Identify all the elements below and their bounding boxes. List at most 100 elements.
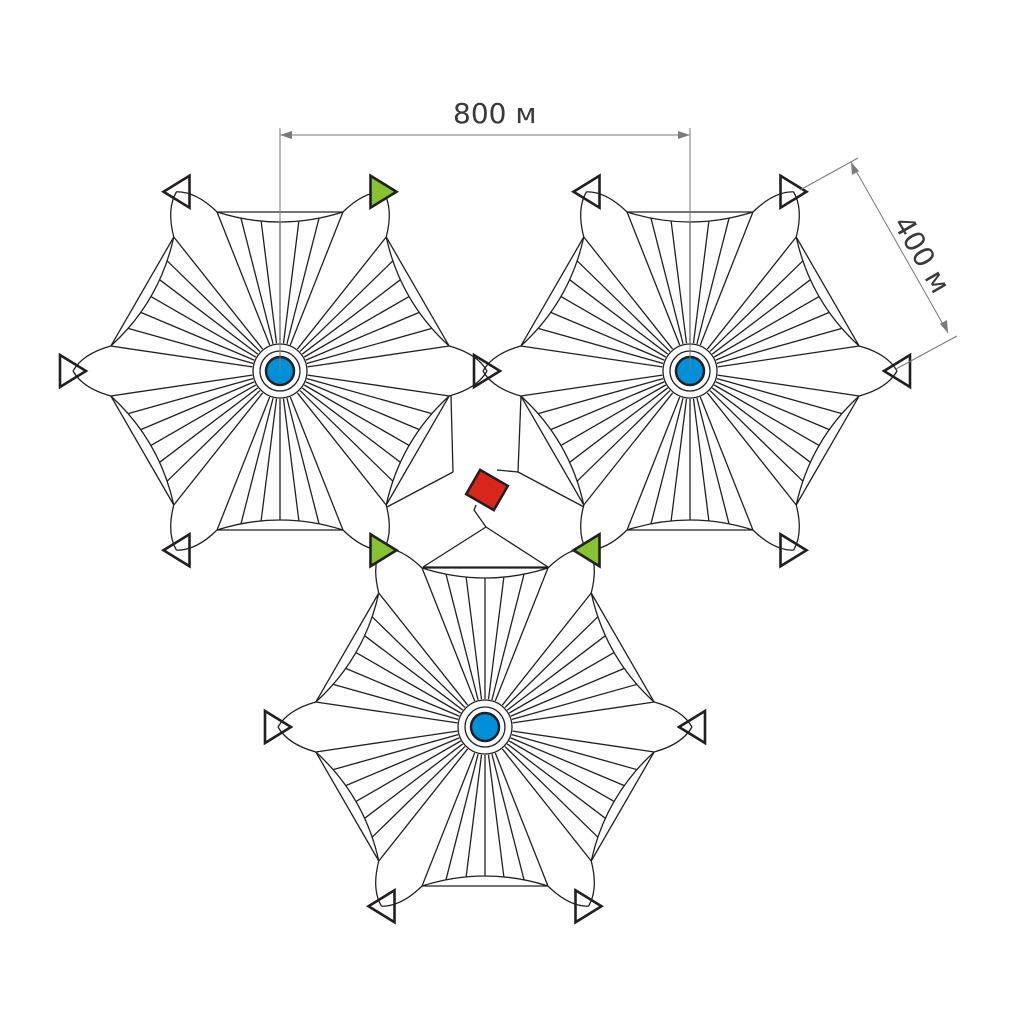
- radial-line: [140, 311, 255, 361]
- radial-line: [510, 737, 625, 787]
- radial-line: [709, 390, 804, 482]
- petal-chord: [315, 751, 380, 862]
- radial-line: [216, 396, 271, 531]
- petal-arc: [110, 236, 175, 347]
- radial-line: [550, 381, 665, 431]
- radial-line: [296, 236, 387, 350]
- connector-line: [485, 526, 549, 568]
- radial-line: [303, 384, 410, 447]
- radial-line: [709, 260, 804, 352]
- radial-line: [364, 635, 464, 711]
- radial-line: [716, 327, 843, 365]
- radial-line: [506, 635, 606, 711]
- radial-line: [696, 397, 730, 524]
- radial-line: [216, 211, 271, 346]
- extension-line: [895, 335, 958, 370]
- radial-line: [711, 279, 811, 355]
- radial-line: [127, 327, 254, 365]
- radial-line: [307, 345, 450, 368]
- radial-line: [494, 752, 549, 887]
- radial-line: [560, 295, 667, 358]
- radial-line: [713, 384, 820, 447]
- triangle-marker-icon: [161, 173, 191, 211]
- radial-line: [240, 218, 274, 345]
- connector-line: [422, 526, 487, 568]
- petal-chord: [590, 751, 655, 862]
- radial-line: [506, 743, 606, 819]
- radial-line: [445, 753, 479, 880]
- connector-line: [473, 509, 487, 528]
- triangle-marker-icon: [881, 352, 912, 390]
- petal-arc: [520, 395, 585, 506]
- radial-line: [487, 754, 505, 877]
- radial-line: [501, 592, 592, 706]
- petal-chord: [795, 236, 860, 347]
- active-triangle-marker-icon: [369, 531, 399, 569]
- boundary-curve: [653, 726, 693, 753]
- extension-line: [799, 157, 859, 191]
- connector-line: [517, 471, 585, 508]
- radial-line: [421, 567, 476, 702]
- radial-line: [692, 221, 710, 344]
- radial-line: [315, 730, 458, 753]
- boundary-curve: [580, 191, 588, 238]
- radial-line: [626, 211, 681, 346]
- radial-line: [487, 577, 505, 700]
- radial-line: [371, 746, 466, 838]
- radial-line: [715, 311, 830, 361]
- radial-line: [286, 218, 320, 345]
- radial-line: [670, 221, 688, 344]
- petal-chord: [795, 395, 860, 506]
- radial-line: [282, 398, 300, 521]
- boundary-curve: [792, 504, 800, 551]
- petal-arc: [590, 751, 655, 862]
- connector-line: [386, 471, 454, 508]
- petal-chord: [520, 236, 585, 347]
- radial-line: [504, 616, 599, 708]
- radial-line: [465, 577, 483, 700]
- petal-arc: [795, 236, 860, 347]
- arrowhead-icon: [940, 320, 948, 333]
- radial-line: [706, 392, 797, 506]
- triangle-marker-icon: [571, 173, 601, 211]
- connector-line: [473, 504, 477, 511]
- petal-chord: [110, 236, 175, 347]
- radial-line: [421, 752, 476, 887]
- radial-line: [696, 218, 730, 345]
- boundary-curve: [375, 860, 383, 907]
- triangle-marker-icon: [779, 173, 809, 211]
- boundary-curve: [752, 529, 794, 551]
- radial-line: [560, 384, 667, 447]
- boundary-curve: [381, 885, 423, 907]
- petal-arc: [315, 592, 380, 703]
- petal-chord: [590, 592, 655, 703]
- radial-line: [345, 667, 460, 717]
- radial-line: [501, 748, 592, 862]
- radial-line: [520, 374, 663, 397]
- radial-line: [166, 390, 261, 482]
- radial-line: [650, 397, 684, 524]
- petal-chord: [385, 236, 450, 347]
- petal-chord: [520, 395, 585, 506]
- radial-line: [569, 387, 669, 463]
- connector-line: [517, 395, 522, 473]
- petal-arc: [385, 395, 450, 506]
- radial-line: [301, 279, 401, 355]
- radial-line: [494, 567, 549, 702]
- radial-line: [717, 374, 860, 397]
- radial-line: [355, 651, 462, 714]
- radial-line: [670, 398, 688, 521]
- boundary-curve: [72, 345, 112, 372]
- dimension-line-diagonal: [850, 161, 949, 334]
- center-ring-inner: [464, 706, 506, 748]
- radial-line: [520, 345, 663, 368]
- active-triangle-marker-icon: [571, 531, 601, 569]
- radial-line: [504, 746, 599, 838]
- boundary-curve: [587, 860, 595, 907]
- radial-line: [512, 701, 655, 724]
- radial-line: [512, 730, 655, 753]
- radial-line: [445, 574, 479, 701]
- petal-arc: [590, 592, 655, 703]
- petal-arc: [110, 395, 175, 506]
